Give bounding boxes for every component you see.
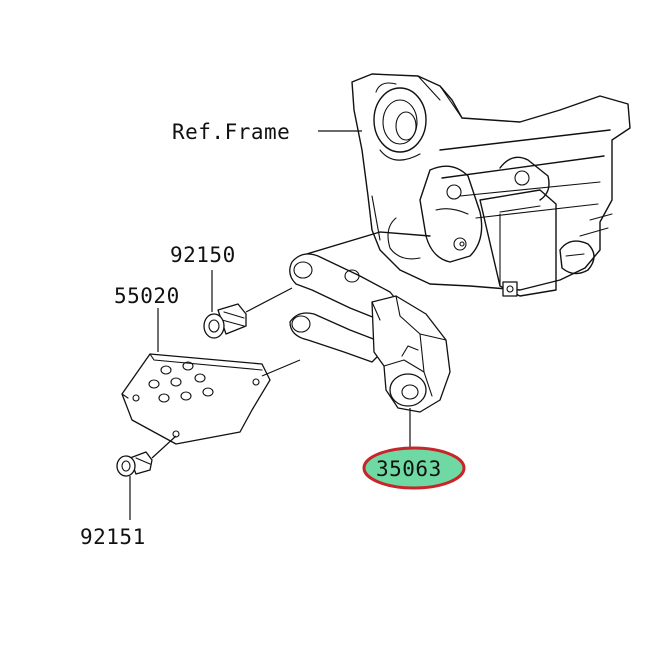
highlight-ellipse [362,446,466,490]
bolt-92150-drawing [203,303,247,339]
leader-bolt-to-plate [151,435,177,459]
label-part-55020[interactable]: 55020 [114,284,180,308]
frame-drawing [299,73,631,297]
bracket-drawing [289,253,451,413]
highlight-35063[interactable]: 35063 [362,446,466,490]
leader-bolt-to-bracket [245,287,293,313]
label-ref-frame: Ref.Frame [172,120,290,144]
label-part-92150[interactable]: 92150 [170,243,236,267]
label-part-35063[interactable]: 35063 [376,457,442,481]
bolt-92151-drawing [116,451,153,477]
label-part-92151[interactable]: 92151 [80,525,146,549]
leader-plate-to-bracket [261,359,301,377]
guard-plate-drawing [121,353,271,445]
